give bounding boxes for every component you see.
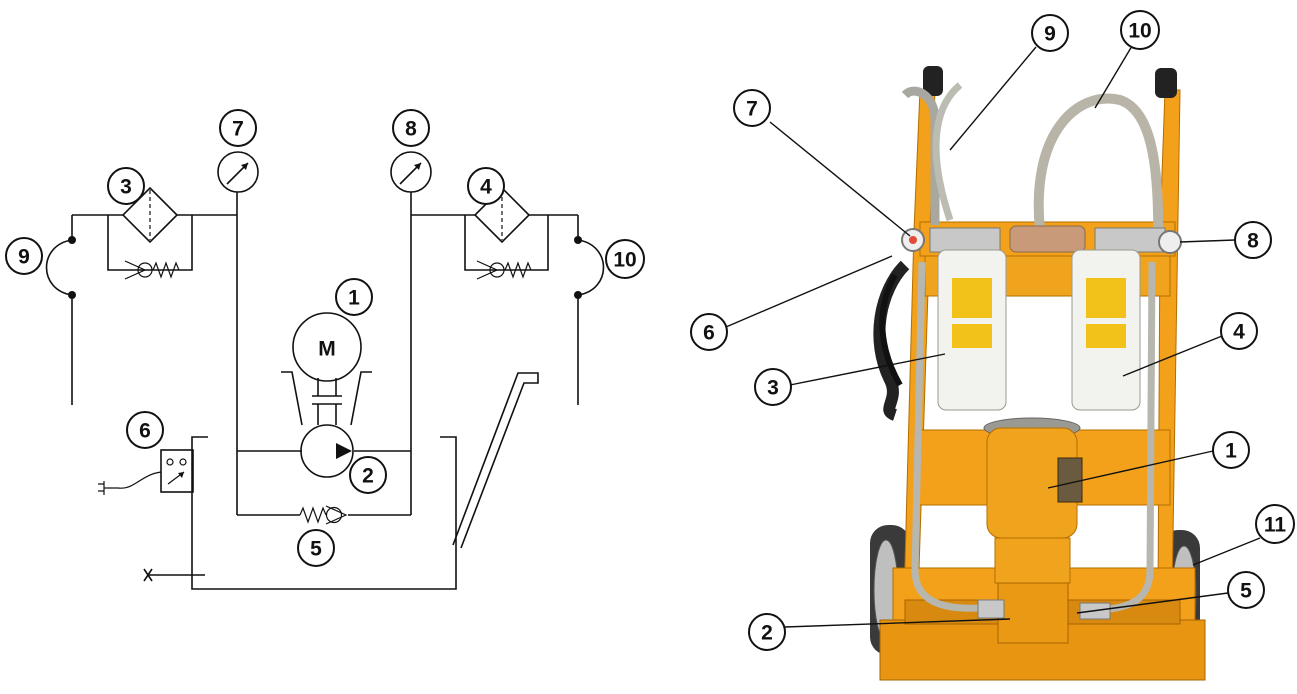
svg-text:3: 3 bbox=[120, 176, 132, 199]
svg-text:4: 4 bbox=[480, 176, 492, 199]
suction-wand bbox=[452, 372, 539, 549]
svg-text:10: 10 bbox=[1128, 20, 1151, 43]
photo-callout-7: 7 bbox=[733, 89, 771, 127]
gear-pump bbox=[997, 582, 1069, 644]
pump-symbol bbox=[300, 424, 354, 478]
left-filter-assembly bbox=[45, 186, 237, 405]
gauge-right-symbol bbox=[390, 151, 432, 193]
svg-text:2: 2 bbox=[362, 465, 374, 488]
gauge-left-symbol bbox=[217, 151, 259, 193]
schematic-callout-2: 2 bbox=[349, 456, 387, 494]
svg-text:2: 2 bbox=[761, 622, 773, 645]
left-return-tube bbox=[911, 261, 981, 612]
svg-text:6: 6 bbox=[703, 322, 715, 345]
svg-text:7: 7 bbox=[232, 118, 244, 141]
svg-text:8: 8 bbox=[1247, 230, 1259, 253]
svg-text:3: 3 bbox=[767, 377, 779, 400]
motor-label: M bbox=[318, 338, 336, 361]
schematic-callout-7: 7 bbox=[219, 109, 257, 147]
schematic-callout-8: 8 bbox=[392, 109, 430, 147]
right-filter-head bbox=[1094, 227, 1166, 253]
photo-callout-1: 1 bbox=[1212, 431, 1250, 469]
photo-callout-5: 5 bbox=[1227, 571, 1265, 609]
motor-pump-coupling bbox=[281, 371, 372, 426]
motor-symbol: M bbox=[292, 312, 362, 382]
photo-callout-10: 10 bbox=[1120, 10, 1160, 50]
left-handle-grip bbox=[923, 66, 943, 96]
filter-cart-illustration: 1 2 3 4 5 6 7 8 9 10 11 bbox=[690, 10, 1295, 681]
svg-text:10: 10 bbox=[613, 249, 636, 272]
hose-left-outlet bbox=[901, 86, 940, 225]
svg-text:11: 11 bbox=[1264, 514, 1287, 537]
svg-text:7: 7 bbox=[746, 98, 758, 121]
electric-motor bbox=[983, 417, 1083, 584]
photo-callout-2: 2 bbox=[748, 613, 786, 651]
hydraulic-schematic: M bbox=[5, 109, 645, 590]
photo-callout-4: 4 bbox=[1220, 312, 1258, 350]
drain-plug-symbol bbox=[143, 568, 153, 582]
schematic-callout-5: 5 bbox=[297, 529, 335, 567]
schematic-callout-4: 4 bbox=[467, 167, 505, 205]
right-filter-canister bbox=[1071, 249, 1141, 411]
photo-callout-11: 11 bbox=[1255, 504, 1295, 544]
right-gauge bbox=[1158, 230, 1182, 254]
tank-outline bbox=[191, 436, 457, 590]
hose-right-loop bbox=[1033, 93, 1164, 251]
svg-text:6: 6 bbox=[139, 420, 151, 443]
svg-text:4: 4 bbox=[1233, 321, 1245, 344]
right-filter-assembly bbox=[411, 186, 605, 405]
pump-inlet-fitting bbox=[977, 599, 1005, 619]
center-fittings bbox=[1009, 225, 1086, 253]
hose-left-loop bbox=[932, 82, 963, 222]
right-handle-grip bbox=[1155, 68, 1177, 98]
schematic-callout-9: 9 bbox=[5, 237, 43, 275]
schematic-callout-1: 1 bbox=[335, 278, 373, 316]
photo-callout-9: 9 bbox=[1031, 14, 1069, 52]
schematic-callout-6: 6 bbox=[126, 411, 164, 449]
svg-text:9: 9 bbox=[1044, 23, 1056, 46]
relief-valve-symbol bbox=[299, 505, 348, 525]
photo-callout-3: 3 bbox=[754, 368, 792, 406]
photo-callout-6: 6 bbox=[690, 313, 728, 351]
photo-leader-lines bbox=[725, 45, 1261, 628]
svg-text:5: 5 bbox=[310, 538, 322, 561]
svg-text:1: 1 bbox=[348, 287, 360, 310]
svg-text:8: 8 bbox=[405, 118, 417, 141]
left-filter-head bbox=[929, 227, 1001, 253]
svg-text:1: 1 bbox=[1225, 440, 1237, 463]
left-filter-canister bbox=[937, 249, 1007, 411]
electrical-box-symbol bbox=[98, 449, 194, 495]
schematic-callout-3: 3 bbox=[107, 167, 145, 205]
schematic-callout-10: 10 bbox=[605, 239, 645, 279]
photo-callout-8: 8 bbox=[1234, 221, 1272, 259]
svg-text:9: 9 bbox=[18, 246, 30, 269]
svg-text:5: 5 bbox=[1240, 580, 1252, 603]
